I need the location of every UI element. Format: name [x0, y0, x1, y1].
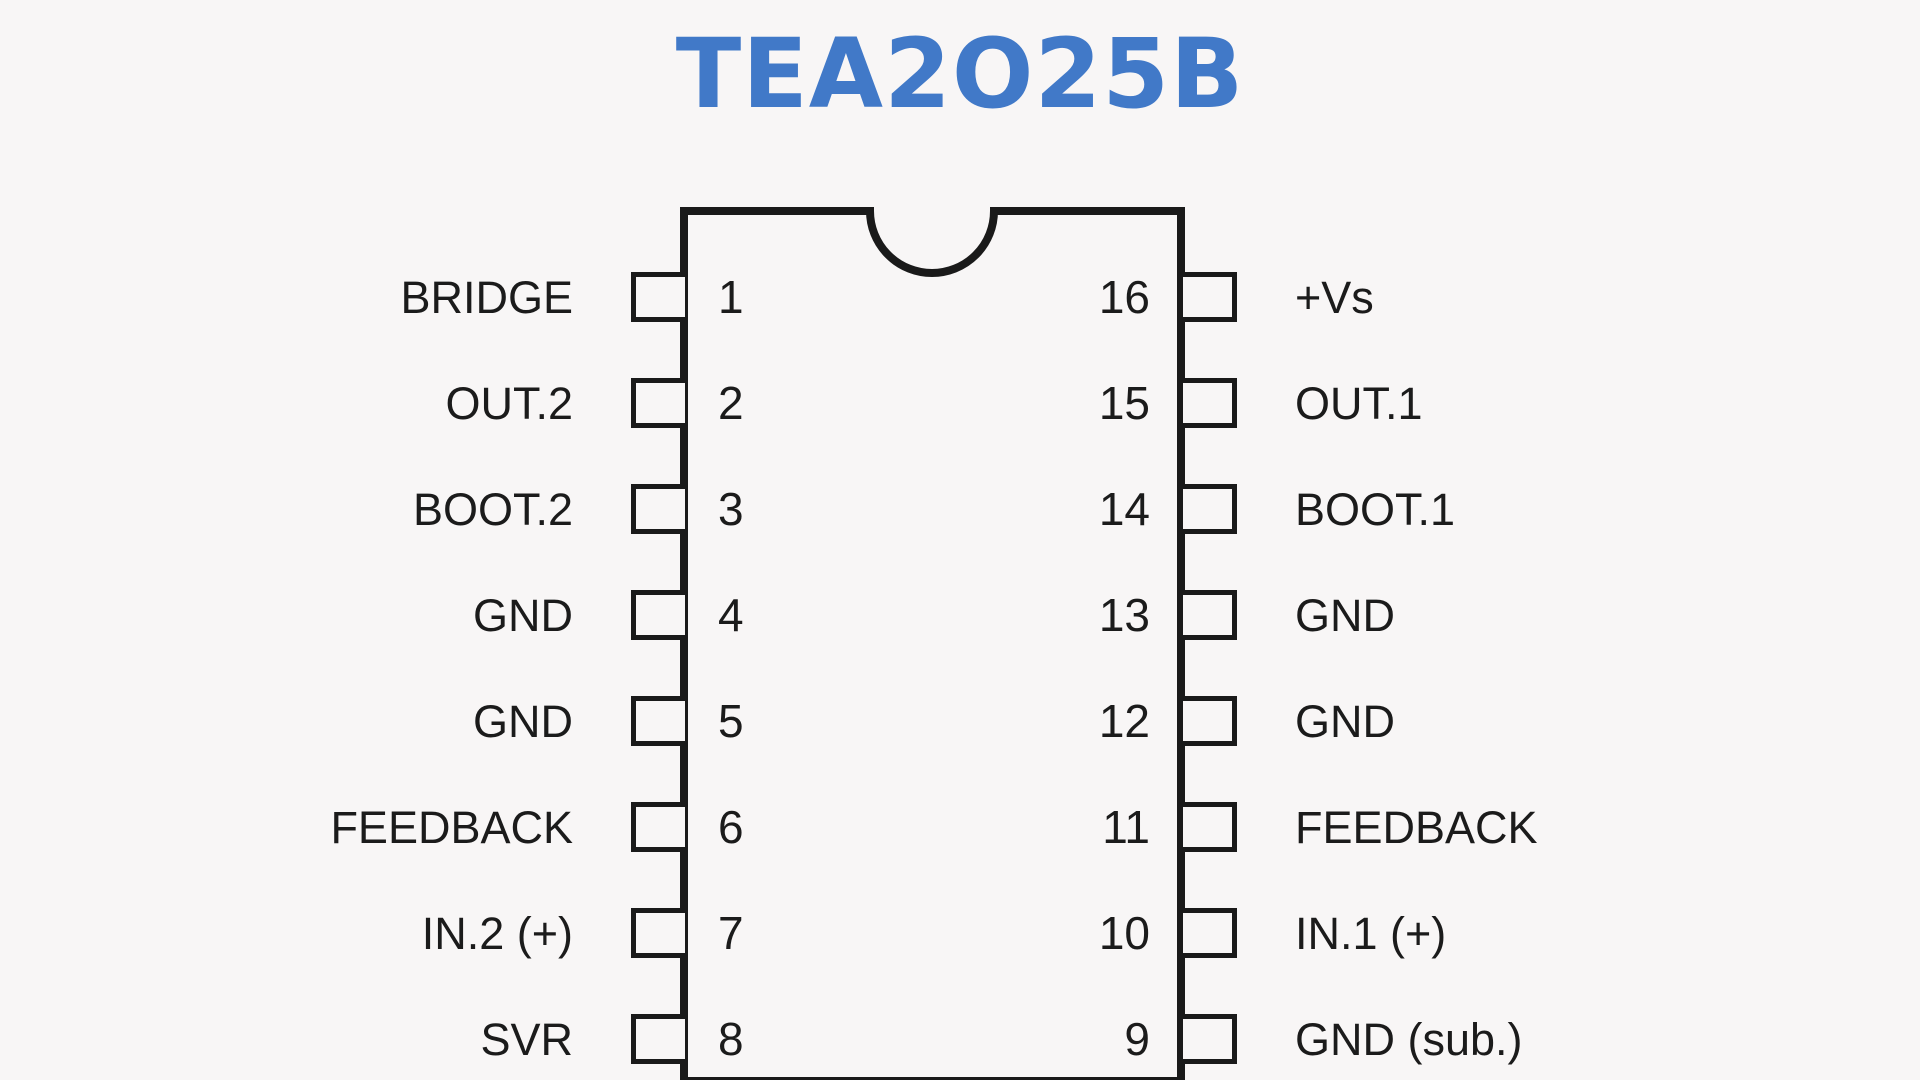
pin-label-13: GND [1295, 589, 1395, 641]
pin-label-11: FEEDBACK [1295, 801, 1538, 853]
pin-label-9: GND (sub.) [1295, 1013, 1523, 1065]
pin-number-10: 10 [1098, 907, 1150, 959]
pin-row-7[interactable]: IN.2 (+) [140, 901, 685, 965]
pin-lead-3[interactable] [631, 484, 685, 534]
pin-lead-4[interactable] [631, 590, 685, 640]
pin-row-6[interactable]: FEEDBACK [140, 795, 685, 859]
pin-number-6: 6 [718, 801, 744, 853]
pin-row-9[interactable]: GND (sub.) [1183, 1007, 1823, 1071]
pin-row-11[interactable]: FEEDBACK [1183, 795, 1823, 859]
pin-lead-9[interactable] [1183, 1014, 1237, 1064]
pin-number-9: 9 [1124, 1013, 1150, 1065]
pin-number-13: 13 [1098, 589, 1150, 641]
pin-lead-1[interactable] [631, 272, 685, 322]
pin-label-7: IN.2 (+) [421, 907, 573, 959]
pin-number-12: 12 [1098, 695, 1150, 747]
pin-label-8: SVR [480, 1013, 573, 1065]
pin-row-15[interactable]: OUT.1 [1183, 371, 1823, 435]
pin-label-15: OUT.1 [1295, 377, 1423, 429]
pin-label-16: +Vs [1295, 271, 1374, 323]
pin-number-5: 5 [718, 695, 744, 747]
pin-lead-11[interactable] [1183, 802, 1237, 852]
pin-number-1: 1 [718, 271, 744, 323]
pin-lead-6[interactable] [631, 802, 685, 852]
pin-lead-8[interactable] [631, 1014, 685, 1064]
pin-lead-14[interactable] [1183, 484, 1237, 534]
pin-label-6: FEEDBACK [330, 801, 573, 853]
chip-body-outline [680, 207, 1185, 1080]
pin-label-2: OUT.2 [445, 377, 573, 429]
pin-number-4: 4 [718, 589, 744, 641]
pin-lead-16[interactable] [1183, 272, 1237, 322]
pin-number-15: 15 [1098, 377, 1150, 429]
pin-label-3: BOOT.2 [412, 483, 573, 535]
pin-lead-13[interactable] [1183, 590, 1237, 640]
pin-number-3: 3 [718, 483, 744, 535]
pin-lead-2[interactable] [631, 378, 685, 428]
pin-lead-5[interactable] [631, 696, 685, 746]
pin-row-13[interactable]: GND [1183, 583, 1823, 647]
pin-lead-12[interactable] [1183, 696, 1237, 746]
pin-lead-15[interactable] [1183, 378, 1237, 428]
pin-row-8[interactable]: SVR [140, 1007, 685, 1071]
pin-lead-10[interactable] [1183, 908, 1237, 958]
pin-row-5[interactable]: GND [140, 689, 685, 753]
page-title: TEA2O25B [675, 18, 1245, 130]
pin-row-12[interactable]: GND [1183, 689, 1823, 753]
pin-label-10: IN.1 (+) [1295, 907, 1447, 959]
chip-body-svg [680, 207, 1185, 1080]
pin-row-1[interactable]: BRIDGE [140, 265, 685, 329]
pin-label-1: BRIDGE [400, 271, 573, 323]
pin-label-14: BOOT.1 [1295, 483, 1456, 535]
pin-label-5: GND [473, 695, 573, 747]
pin-row-10[interactable]: IN.1 (+) [1183, 901, 1823, 965]
pin-number-7: 7 [718, 907, 744, 959]
chip-outline-path [680, 207, 1185, 1080]
pin-number-16: 16 [1098, 271, 1150, 323]
pin-number-11: 11 [1102, 801, 1150, 853]
pin-row-3[interactable]: BOOT.2 [140, 477, 685, 541]
pin-row-16[interactable]: +Vs [1183, 265, 1823, 329]
pin-label-4: GND [473, 589, 573, 641]
pin-number-8: 8 [718, 1013, 744, 1065]
pin-number-14: 14 [1098, 483, 1150, 535]
pin-number-2: 2 [718, 377, 744, 429]
pin-row-14[interactable]: BOOT.1 [1183, 477, 1823, 541]
pin-row-4[interactable]: GND [140, 583, 685, 647]
pin-lead-7[interactable] [631, 908, 685, 958]
pin-row-2[interactable]: OUT.2 [140, 371, 685, 435]
pin-label-12: GND [1295, 695, 1395, 747]
